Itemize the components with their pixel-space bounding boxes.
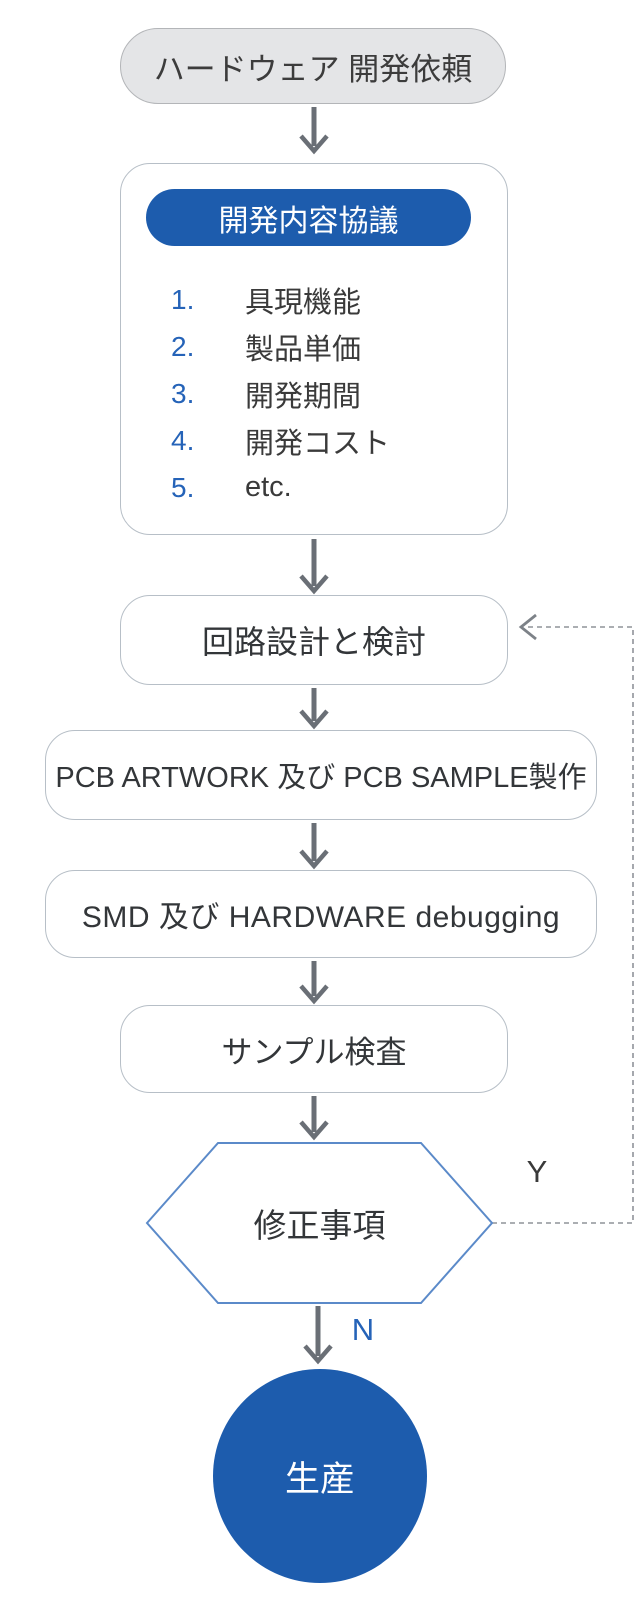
- node-start: ハードウェア 開発依頼: [120, 28, 506, 104]
- list-item-number: 1.: [171, 283, 195, 315]
- node-smd-debugging-label: SMD 及び HARDWARE debugging: [81, 901, 561, 934]
- list-item: 5. etc.: [121, 464, 507, 511]
- discussion-title-pill: 開発内容協議: [146, 189, 471, 246]
- list-item-number: 2.: [171, 330, 195, 362]
- arrow-smd-to-sample: [299, 961, 329, 1005]
- decision-yes-label: Y: [526, 1154, 548, 1189]
- node-decision: 修正事項: [147, 1143, 492, 1303]
- list-item-number: 4.: [171, 424, 195, 456]
- node-pcb-artwork: PCB ARTWORK 及び PCB SAMPLE製作: [45, 730, 597, 820]
- arrow-start-to-discussion: [299, 107, 329, 155]
- arrow-circuit-to-pcb: [299, 688, 329, 730]
- arrow-sample-to-decision: [299, 1096, 329, 1141]
- list-item: 3. 開発期間: [121, 370, 507, 417]
- list-item: 1. 具現機能: [121, 276, 507, 323]
- node-start-label: ハードウェア 開発依頼: [153, 51, 473, 87]
- list-item: 4. 開発コスト: [121, 417, 507, 464]
- list-item-number: 5.: [171, 471, 195, 503]
- node-production: 生産: [213, 1369, 427, 1583]
- decision-hexagon-shape: [145, 1142, 494, 1304]
- arrow-discussion-to-circuit: [299, 539, 329, 595]
- node-circuit-design-label: 回路設計と検討: [201, 624, 426, 660]
- list-item-number: 3.: [171, 377, 195, 409]
- discussion-title: 開発内容協議: [218, 204, 399, 238]
- list-item-label: 製品単価: [245, 333, 362, 366]
- node-smd-debugging: SMD 及び HARDWARE debugging: [45, 870, 597, 958]
- list-item-label: 開発期間: [245, 380, 362, 413]
- node-sample-inspection-label: サンプル検査: [221, 1034, 407, 1070]
- list-item: 2. 製品単価: [121, 323, 507, 370]
- decision-no-label: N: [351, 1312, 375, 1347]
- list-item-label: 開発コスト: [245, 427, 391, 460]
- node-discussion: 開発内容協議 1. 具現機能 2. 製品単価 3. 開発期間 4. 開発コスト …: [120, 163, 508, 535]
- node-pcb-artwork-label: PCB ARTWORK 及び PCB SAMPLE製作: [55, 762, 587, 794]
- node-sample-inspection: サンプル検査: [120, 1005, 508, 1093]
- arrow-pcb-to-smd: [299, 823, 329, 870]
- node-circuit-design: 回路設計と検討: [120, 595, 508, 685]
- list-item-label: 具現機能: [245, 286, 362, 319]
- node-decision-label: 修正事項: [253, 1207, 386, 1244]
- arrow-decision-to-production: [303, 1306, 333, 1365]
- discussion-list: 1. 具現機能 2. 製品単価 3. 開発期間 4. 開発コスト 5. etc.: [121, 276, 507, 511]
- node-production-label: 生産: [284, 1459, 355, 1499]
- feedback-dashed-line: [492, 613, 634, 1224]
- list-item-label: etc.: [245, 471, 292, 503]
